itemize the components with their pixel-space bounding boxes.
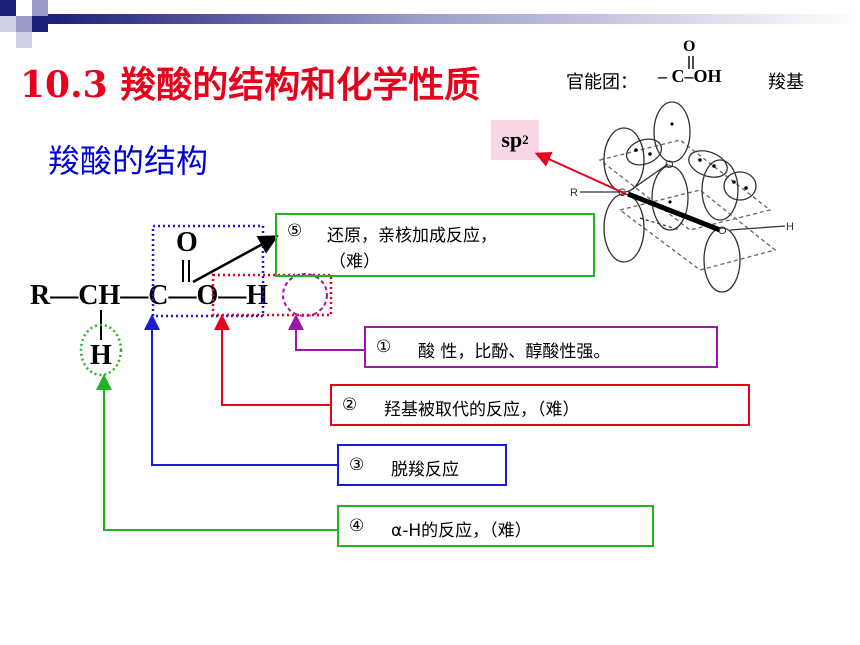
- reaction-box-alpha-h: ④ α-H的反应，（难）: [337, 505, 654, 547]
- reaction-num: ①: [376, 337, 392, 357]
- reaction-text: α-H的反应，（难）: [391, 521, 532, 541]
- functional-group-carbonyl-o: O: [683, 38, 696, 55]
- structure-carbonyl-o: O: [176, 227, 198, 258]
- reaction-num: ④: [349, 516, 365, 536]
- reaction-num: ②: [342, 395, 358, 415]
- reaction-box-reduction: ⑤ 还原，亲核加成反应， （难）: [275, 213, 595, 277]
- reaction-line1: 还原，亲核加成反应，: [327, 226, 497, 246]
- sp2-arrow: [534, 152, 627, 195]
- carbonyl-double-bond: [688, 56, 694, 69]
- header-decoration: [0, 0, 860, 48]
- reaction-box-substitution: ② 羟基被取代的反应，（难）: [330, 384, 750, 426]
- page-title: 10.3 羧酸的结构和化学性质: [20, 64, 481, 106]
- reaction-line2: （难）: [329, 252, 380, 272]
- orbital-o-right-label: O: [718, 225, 727, 237]
- structure-main-chain: R—CH—C—O—H: [30, 280, 268, 311]
- functional-group-name: 羧基: [768, 72, 804, 93]
- structure-alpha-h: H: [90, 340, 112, 371]
- reaction-box-decarboxylation: ③ 脱羧反应: [337, 444, 507, 486]
- functional-group-label: 官能团：: [566, 72, 638, 93]
- orbital-o-top-label: O: [665, 159, 674, 171]
- orbital-r-label: R: [570, 187, 578, 199]
- orbital-diagram: R C O O H: [570, 101, 794, 293]
- reaction-num: ③: [349, 455, 365, 475]
- reaction-box-acidity: ① 酸 性，比酚、醇酸性强。: [364, 326, 718, 368]
- reaction-text: 酸 性，比酚、醇酸性强。: [418, 342, 611, 362]
- reaction-text: 脱羧反应: [391, 460, 459, 480]
- reaction-text: 羟基被取代的反应，（难）: [384, 400, 580, 420]
- section-subtitle: 羧酸的结构: [48, 142, 209, 180]
- reaction-num: ⑤: [287, 221, 303, 241]
- functional-group-formula: – C–OH: [658, 66, 722, 86]
- orbital-h-label: H: [786, 221, 794, 233]
